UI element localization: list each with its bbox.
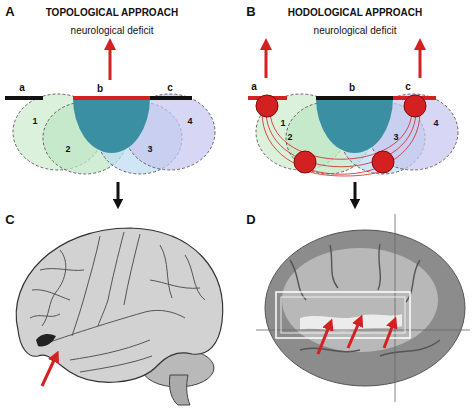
mri-slice bbox=[256, 214, 470, 402]
area-number: 2 bbox=[287, 133, 292, 143]
area-number: 1 bbox=[280, 119, 285, 129]
region-label: a bbox=[251, 81, 257, 92]
panel-title: TOPOLOGICAL APPROACH bbox=[46, 7, 179, 18]
brain-drawing bbox=[16, 228, 223, 405]
area-number: 4 bbox=[433, 119, 438, 129]
topological-scheme bbox=[5, 44, 215, 174]
region-label: b bbox=[97, 83, 103, 94]
panel-title: HODOLOGICAL APPROACH bbox=[288, 7, 422, 18]
region-label: c bbox=[167, 82, 173, 93]
panel-letter: B bbox=[246, 5, 255, 19]
region-label: b bbox=[349, 82, 355, 93]
panel-letter: D bbox=[246, 213, 255, 227]
hodological-scheme bbox=[248, 44, 458, 176]
deficit-label: neurological deficit bbox=[71, 25, 154, 36]
deficit-label: neurological deficit bbox=[314, 25, 397, 36]
panel-letter: A bbox=[5, 5, 14, 19]
panel-letter: C bbox=[5, 213, 14, 227]
area-number: 1 bbox=[32, 117, 37, 127]
region-label: c bbox=[405, 81, 411, 92]
area-number: 2 bbox=[65, 145, 70, 155]
region-label: a bbox=[19, 82, 25, 93]
area-number: 4 bbox=[187, 117, 192, 127]
area-number: 3 bbox=[147, 145, 152, 155]
area-number: 3 bbox=[393, 133, 398, 143]
